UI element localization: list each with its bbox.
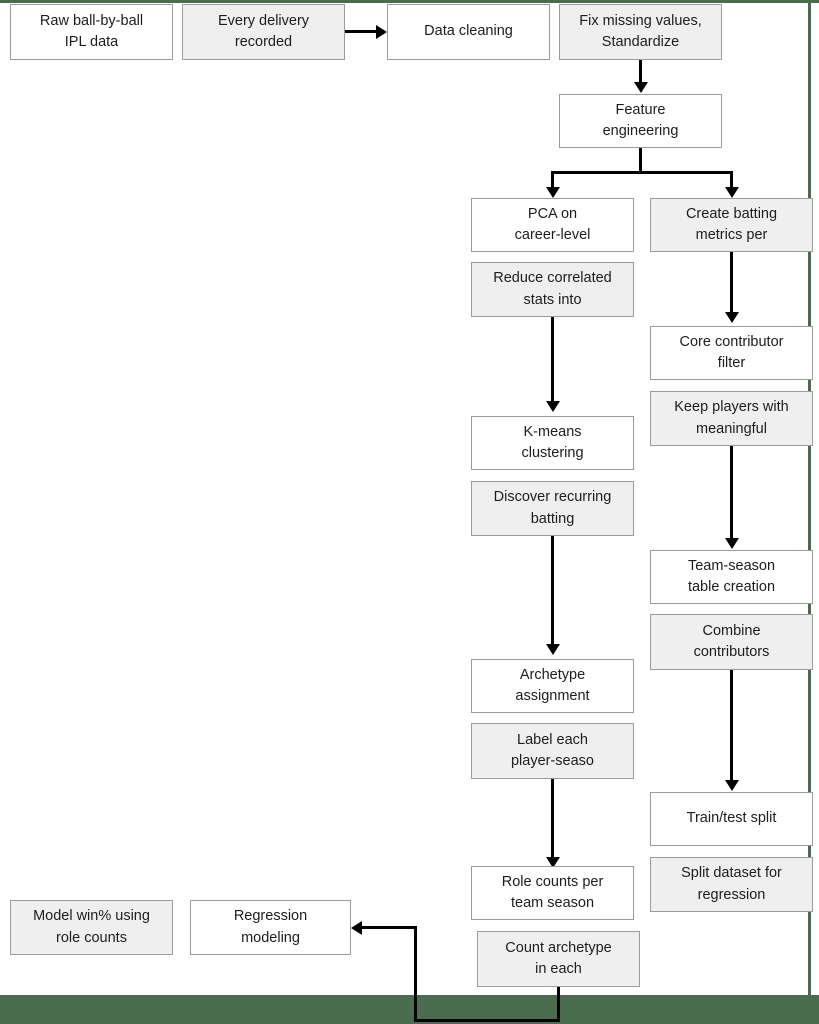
node-regression-modeling-label: Regression modeling [233,908,308,946]
node-reduce-correlated[interactable]: Reduce correlated stats into [471,262,634,317]
connector-feature-bus [551,171,733,174]
top-accent-band [0,0,819,3]
connector-reduce-to-kmeans [551,317,554,403]
node-label-each-label: Label each player-seaso [510,731,594,769]
node-feature-engineering[interactable]: Feature engineering [559,94,722,148]
node-model-winpct-label: Model win% using role counts [33,908,150,946]
connector-combine-to-split [730,670,733,782]
node-fix-missing-label: Fix missing values, Standardize [579,12,702,50]
node-regression-modeling[interactable]: Regression modeling [190,900,351,955]
bottom-accent-band [0,995,819,1024]
node-core-contributor-label: Core contributor filter [679,333,784,371]
arrowhead-fix-to-feature [633,82,648,93]
connector-bottom-run [414,1019,560,1022]
arrowhead-label-to-rolecounts [545,857,560,868]
node-kmeans[interactable]: K-means clustering [471,416,634,470]
node-split-dataset[interactable]: Split dataset for regression [650,857,813,912]
connector-batting-to-core [730,252,733,314]
node-core-contributor[interactable]: Core contributor filter [650,326,813,380]
node-team-season-label: Team-season table creation [687,557,776,595]
node-discover-recurring[interactable]: Discover recurring batting [471,481,634,536]
right-accent-rail [808,0,811,995]
connector-feature-branch-left [551,171,554,189]
connector-left-riser [414,926,417,1019]
node-every-delivery[interactable]: Every delivery recorded [182,4,345,60]
arrowhead-into-regression [351,920,362,935]
node-combine-contributors-label: Combine contributors [693,622,770,660]
connector-delivery-to-cleaning [345,30,377,33]
connector-feature-stem [639,148,642,174]
arrowhead-combine-to-split [724,780,739,791]
node-team-season[interactable]: Team-season table creation [650,550,813,604]
node-keep-players-label: Keep players with meaningful [674,399,789,437]
node-model-winpct[interactable]: Model win% using role counts [10,900,173,955]
node-role-counts-label: Role counts per team season [501,873,604,911]
node-data-cleaning-label: Data cleaning [424,23,513,40]
node-split-dataset-label: Split dataset for regression [681,865,782,903]
node-keep-players[interactable]: Keep players with meaningful [650,391,813,446]
arrowhead-batting-to-core [724,312,739,323]
node-create-batting[interactable]: Create batting metrics per [650,198,813,252]
node-feature-engineering-label: Feature engineering [602,101,679,139]
connector-fix-to-feature [639,60,642,84]
arrowhead-keep-to-teamseason [724,538,739,549]
node-train-test-split[interactable]: Train/test split [650,792,813,846]
node-archetype-assignment[interactable]: Archetype assignment [471,659,634,713]
node-label-each[interactable]: Label each player-seaso [471,723,634,779]
node-pca-label: PCA on career-level [514,205,591,243]
node-raw-data-label: Raw ball-by-ball IPL data [39,12,144,50]
node-create-batting-label: Create batting metrics per [685,205,778,243]
connector-feature-branch-right [730,171,733,189]
node-raw-data[interactable]: Raw ball-by-ball IPL data [10,4,173,60]
connector-discover-to-archetype [551,536,554,646]
node-role-counts[interactable]: Role counts per team season [471,866,634,920]
connector-keep-to-teamseason [730,446,733,540]
node-train-test-split-label: Train/test split [686,810,777,827]
node-data-cleaning[interactable]: Data cleaning [387,4,550,60]
node-reduce-correlated-label: Reduce correlated stats into [493,270,612,308]
connector-label-to-rolecounts [551,779,554,859]
node-fix-missing[interactable]: Fix missing values, Standardize [559,4,722,60]
node-every-delivery-label: Every delivery recorded [217,12,310,50]
node-kmeans-label: K-means clustering [521,423,584,461]
arrowhead-delivery-to-cleaning [376,24,387,39]
node-count-archetype-label: Count archetype in each [505,939,612,977]
node-combine-contributors[interactable]: Combine contributors [650,614,813,670]
arrowhead-reduce-to-kmeans [545,401,560,412]
node-archetype-assignment-label: Archetype assignment [515,666,590,704]
arrowhead-feature-to-batting [724,187,739,198]
connector-into-regression [362,926,417,929]
connector-countarch-down [557,987,560,1022]
node-discover-recurring-label: Discover recurring batting [493,489,612,527]
arrowhead-feature-to-pca [545,187,560,198]
node-pca[interactable]: PCA on career-level [471,198,634,252]
node-count-archetype[interactable]: Count archetype in each [477,931,640,987]
arrowhead-discover-to-archetype [545,644,560,655]
